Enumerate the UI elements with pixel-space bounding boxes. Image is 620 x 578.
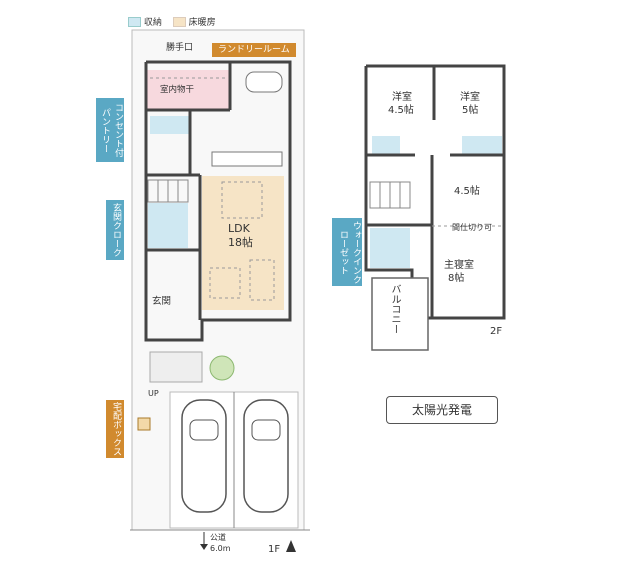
ldk-label: LDK: [228, 222, 251, 235]
walk-in-closet-tag: ウォークインクローゼット: [332, 218, 362, 286]
up-label: UP: [148, 389, 159, 398]
floor1-plan: [130, 29, 310, 552]
laundry-room-tag: ランドリールーム: [212, 43, 296, 57]
western1-label: 洋室: [392, 90, 412, 103]
western2-label: 洋室: [460, 90, 480, 103]
closet-storage-2: [462, 136, 502, 154]
indoor-drying-label: 室内物干: [160, 84, 195, 95]
road-label: 公道: [210, 532, 226, 542]
tv-board: [209, 267, 241, 299]
car-2-window: [251, 419, 281, 441]
car-1-window: [189, 419, 219, 441]
delivery-box-icon: [137, 417, 151, 431]
master-label: 主寝室: [444, 258, 474, 271]
master-size-label: 8帖: [448, 271, 464, 284]
ldk-floor-heating: [202, 176, 284, 310]
legend-floor-heating-label: 床暖房: [188, 18, 216, 28]
car-2-icon: [243, 399, 289, 513]
road-arrow-head-icon: [200, 544, 208, 550]
entrance-closet-storage: [148, 203, 188, 248]
balcony-label: バルコニー: [389, 284, 400, 334]
entrance-closet-tag: 玄関クローク: [106, 200, 124, 260]
laundry-floor-heating: [146, 70, 230, 110]
ldk-size-label: 18帖: [228, 236, 253, 249]
partition-note-label: 間仕切り可: [452, 222, 492, 232]
road-width-label: 6.0m: [210, 544, 231, 553]
bathtub: [245, 71, 283, 93]
western1-size-label: 4.5帖: [388, 103, 414, 116]
dining-table: [221, 181, 263, 219]
closet-storage-1: [372, 136, 400, 154]
porch: [149, 351, 203, 383]
balcony-outline: [371, 277, 429, 351]
delivery-box-tag: 宅配ボックス: [106, 400, 124, 458]
solar-power-box: 太陽光発電: [386, 396, 498, 424]
outlet-pantry-tag: コンセント付パントリー: [96, 98, 124, 162]
legend: 収納 床暖房: [128, 15, 216, 28]
legend-storage-swatch: [128, 16, 141, 27]
legend-storage-label: 収納: [143, 18, 162, 28]
western2-size-label: 5帖: [462, 103, 478, 116]
floor2-label: 2F: [490, 326, 502, 337]
room3-size-label: 4.5帖: [454, 184, 480, 197]
car-1-icon: [181, 399, 227, 513]
walk-in-closet-storage: [370, 228, 410, 268]
entrance-label: 玄関: [152, 295, 171, 307]
floor1-outer-wall: [144, 60, 292, 342]
kitchen-counter: [211, 151, 283, 167]
north-arrow-icon: [286, 540, 296, 552]
garden-tree-icon: [209, 355, 235, 381]
back-door-label: 勝手口: [166, 41, 193, 53]
floor1-label: 1F: [268, 544, 280, 555]
floor2-plan: [364, 64, 506, 351]
sofa: [249, 259, 275, 301]
pantry-storage: [150, 116, 190, 134]
legend-floor-heating-swatch: [172, 16, 186, 27]
